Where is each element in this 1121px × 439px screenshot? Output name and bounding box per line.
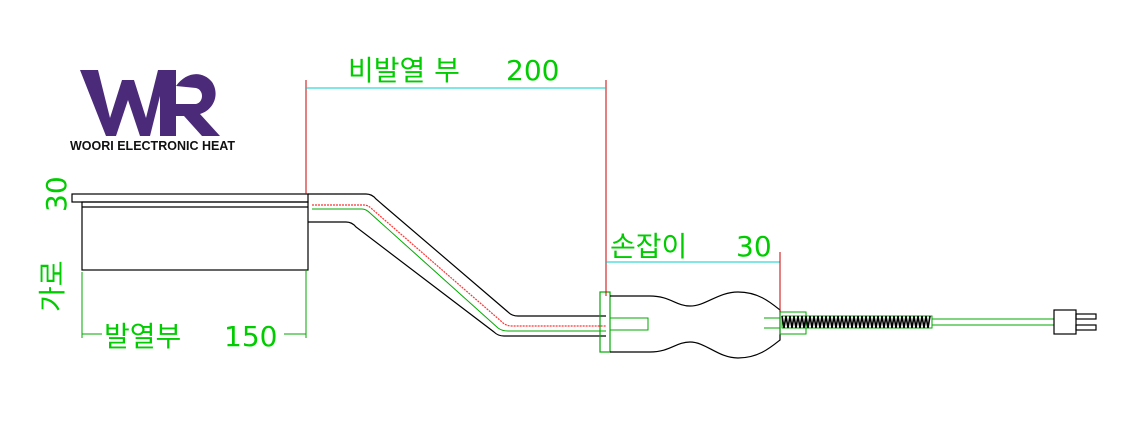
non-heating-length: 200 bbox=[506, 54, 559, 87]
inner-tube-line bbox=[312, 208, 606, 332]
handle-length: 30 bbox=[736, 230, 772, 263]
cord-spring bbox=[781, 315, 1054, 329]
width-label: 가로 bbox=[36, 260, 69, 312]
heater-tube bbox=[308, 193, 606, 337]
width-value: 30 bbox=[40, 176, 73, 212]
company-name: WOORI ELECTRONIC HEAT bbox=[70, 139, 235, 153]
dimension-handle: 손잡이 30 bbox=[606, 230, 781, 312]
handle-label: 손잡이 bbox=[610, 230, 687, 263]
heating-label: 발열부 bbox=[104, 320, 181, 353]
dimension-non-heating: 비발열 부 200 bbox=[305, 54, 607, 296]
handle bbox=[599, 291, 807, 359]
heating-length: 150 bbox=[224, 320, 277, 353]
non-heating-label: 비발열 부 bbox=[348, 54, 460, 87]
heater-wire bbox=[312, 204, 606, 327]
plug bbox=[1053, 309, 1097, 335]
logo-mark bbox=[80, 70, 220, 136]
dimension-heating: 발열부 150 bbox=[81, 270, 307, 353]
dimension-width: 30 가로 bbox=[36, 176, 73, 312]
heating-plate bbox=[71, 193, 309, 271]
company-logo: WOORI ELECTRONIC HEAT bbox=[70, 70, 235, 153]
